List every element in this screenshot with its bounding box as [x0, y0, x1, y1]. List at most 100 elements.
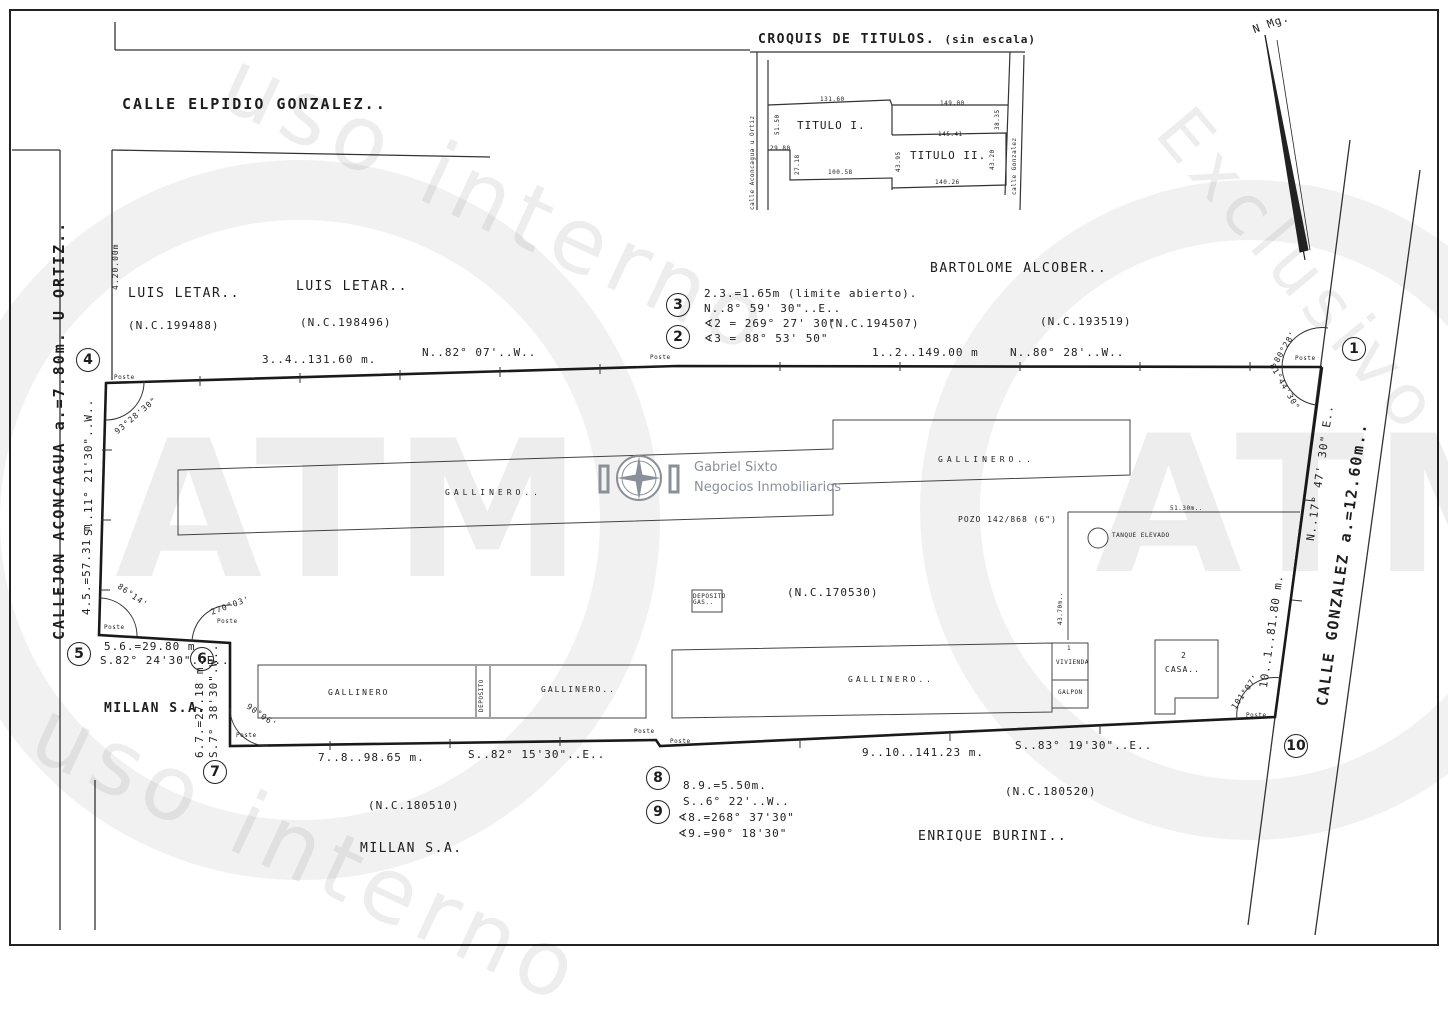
poste-label-1: Poste [1295, 355, 1316, 362]
neighbor-2-name: LUIS LETAR.. [296, 279, 408, 294]
vertex-1: 1 [1342, 337, 1366, 361]
logo-line-1: Gabriel Sixto [694, 460, 778, 475]
neighbor-7-nc: (N.C.180520) [1005, 785, 1097, 798]
side-8-9-length: 8.9.=5.50m. [683, 779, 767, 792]
pozo-distance: 51.30m.. [1170, 505, 1203, 512]
buildings [177, 419, 1300, 719]
side-3-4-bearing: N..82° 07'..W.. [422, 346, 537, 359]
tanque-label: TANQUE ELEVADO [1112, 532, 1170, 539]
croquis-subtitle: (sin escala) [944, 33, 1037, 46]
neighbor-5-name: MILLAN S.A. [104, 701, 207, 716]
side-4-5-bearing: S..11° 21'30"..W.. [82, 398, 95, 536]
vertex-3: 3 [666, 293, 690, 317]
croquis-dim-4: 100.58 [828, 169, 853, 176]
neighbor-2-nc: (N.C.198496) [300, 316, 392, 329]
croquis-street-right: calle Gonzalez [1011, 137, 1018, 195]
neighbor-3-nc: (N.C.194507) [828, 317, 920, 330]
top-left-offset: 4.20.00m [111, 243, 120, 290]
deposito-gas-label: DEPOSITO GAS.. [693, 593, 726, 606]
angle-8: ∢8.=268° 37'30" [678, 811, 795, 824]
croquis-dim-1: 131.60 [820, 96, 845, 103]
angle-arcs [98, 327, 1329, 747]
croquis-dim-6: 51.50 [774, 114, 781, 135]
vertex-7: 7 [203, 760, 227, 784]
poste-label-2: Poste [650, 354, 671, 361]
titulo-1-label: TITULO I. [797, 119, 866, 132]
gallinero-3-label: GALLINERO [328, 688, 390, 697]
side-3-4-length: 3..4..131.60 m. [262, 353, 377, 366]
croquis-street-left: calle Aconcagua u Ortiz [749, 115, 756, 210]
side-2-3-length: 2.3.=1.65m (limite abierto). [704, 287, 918, 300]
vivienda-number: 1 [1067, 645, 1072, 652]
side-9-10-bearing: S..83° 19'30"..E.. [1015, 739, 1153, 752]
croquis-title-text: CROQUIS DE TITULOS. [758, 32, 936, 47]
neighbor-6-name: MILLAN S.A. [360, 841, 463, 856]
sheet-frame [9, 9, 1439, 946]
side-5-6-bearing: S.82° 24'30"..E.. [100, 654, 230, 667]
poste-label-8: Poste [634, 728, 655, 735]
vertex-8: 8 [646, 766, 670, 790]
compass-rose-icon [598, 455, 680, 501]
vertex-9: 9 [646, 800, 670, 824]
neighbor-1-name: LUIS LETAR.. [128, 286, 240, 301]
poste-label-6: Poste [217, 618, 238, 625]
poste-label-7: Poste [236, 732, 257, 739]
vertex-6: 6 [190, 647, 214, 671]
vertex-2: 2 [666, 325, 690, 349]
poste-label-5: Poste [104, 624, 125, 631]
croquis-dim-2: 149.00 [940, 100, 965, 107]
croquis-dim-3: 145.41 [938, 131, 963, 138]
gallinero-4-label: GALLINERO.. [541, 685, 616, 694]
street-top-label: CALLE ELPIDIO GONZALEZ.. [122, 95, 387, 113]
poste-label-4: Poste [114, 374, 135, 381]
angle-9: ∢9.=90° 18'30" [678, 827, 788, 840]
pozo-label: POZO 142/868 (6") [958, 515, 1057, 524]
parcel-boundary [97, 364, 1324, 748]
side-7-8-bearing: S..82° 15'30"..E.. [468, 748, 606, 761]
side-7-8-length: 7..8..98.65 m. [318, 751, 425, 764]
casa-label: CASA.. [1165, 665, 1200, 674]
side-1-2-bearing: N..80° 28'..W.. [1010, 346, 1125, 359]
titulo-2-label: TITULO II. [910, 149, 987, 162]
croquis-dim-9: 43.95 [895, 151, 902, 172]
poste-label-9: Poste [670, 738, 691, 745]
croquis-dim-5: 140.26 [935, 179, 960, 186]
side-5-6-length: 5.6.=29.80 m [104, 640, 196, 653]
neighbor-7-name: ENRIQUE BURINI.. [918, 829, 1068, 844]
company-logo: Gabriel Sixto Negocios Inmobiliarios [598, 448, 853, 508]
vertex-4: 4 [76, 348, 100, 372]
vertex-10: 10 [1284, 734, 1308, 758]
vivienda-label: VIVIENDA [1056, 659, 1089, 666]
side-9-10-length: 9..10..141.23 m. [862, 746, 984, 759]
north-arrow [1264, 34, 1311, 261]
gallinero-5-label: GALLINERO.. [848, 675, 934, 684]
croquis-dim-7: 29.80 [770, 145, 791, 152]
croquis-title: CROQUIS DE TITULOS. (sin escala) [758, 33, 1036, 46]
angle-2: ∢2 = 269° 27' 30" [704, 317, 837, 330]
neighbor-1-nc: (N.C.199488) [128, 319, 220, 332]
gallinero-2-label: GALLINERO.. [938, 455, 1035, 464]
survey-plan [0, 9, 1448, 946]
gallinero-1-label: GALLINERO.. [445, 488, 542, 497]
neighbor-4-nc: (N.C.193519) [1040, 315, 1132, 328]
neighbor-4-name: BARTOLOME ALCOBER.. [930, 261, 1108, 276]
main-parcel-nc: (N.C.170530) [787, 586, 879, 599]
side-1-2-length: 1..2..149.00 m [872, 346, 979, 359]
croquis-dim-10: 43.20 [989, 149, 996, 170]
poste-label-10: Poste [1246, 712, 1267, 719]
croquis-dim-11: 38.35 [994, 109, 1001, 130]
watermark-circles [0, 160, 1448, 880]
galpon-label: GALPON [1058, 689, 1083, 696]
croquis-dim-8: 27.18 [794, 154, 801, 175]
parcel-ticks [100, 362, 1316, 750]
croquis-sketch [750, 51, 1025, 211]
side-2-3-bearing: N..8° 59' 30"..E.. [704, 302, 842, 315]
side-6-7-length: 6.7.=27.18 m. [193, 658, 206, 758]
watermark-atm-left: ATM [115, 400, 590, 621]
neighbor-6-nc: (N.C.180510) [368, 799, 460, 812]
logo-line-2: Negocios Inmobiliarios [694, 480, 841, 495]
vertex-5: 5 [67, 642, 91, 666]
street-left-label: CALLEJON ACONCAGUA a.=7.80m. U ORTIZ.. [50, 220, 68, 640]
side-8-9-bearing: S..6° 22'..W.. [683, 795, 790, 808]
vertical-distance: 43.70m.. [1057, 592, 1064, 625]
